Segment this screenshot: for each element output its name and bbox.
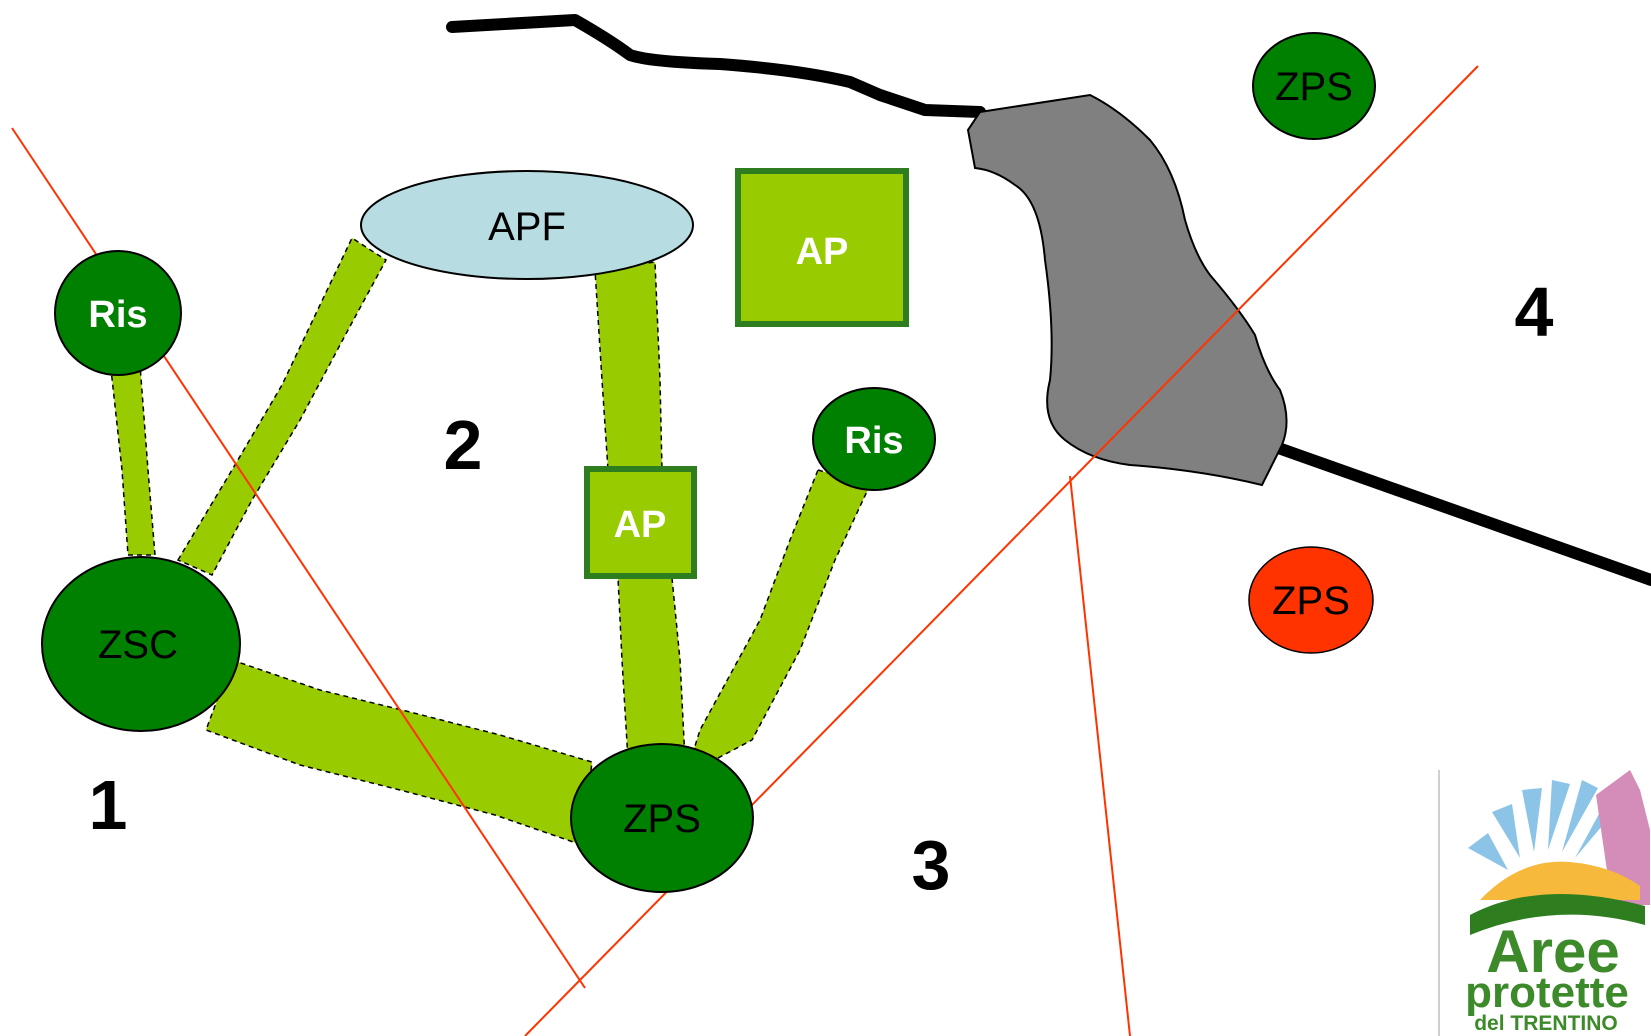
corridor-zsc-apf xyxy=(176,236,387,576)
corridors xyxy=(109,236,872,847)
node-ap-top: AP xyxy=(735,168,909,327)
boundary-line-3-4 xyxy=(1069,475,1131,1036)
node-ris-right: Ris xyxy=(812,387,936,491)
node-ris-right-label: Ris xyxy=(844,420,903,462)
node-zps-red-label: ZPS xyxy=(1272,579,1350,623)
zone-number-3: 3 xyxy=(912,826,951,904)
corridor-ris-zsc xyxy=(109,359,156,556)
logo-text-del-trentino: del TRENTINO xyxy=(1474,1012,1618,1035)
zone-number-4: 4 xyxy=(1515,273,1554,351)
river-system xyxy=(446,14,1651,586)
river-lower xyxy=(1264,439,1651,586)
node-zps-bottom-label: ZPS xyxy=(623,797,701,841)
node-zsc: ZSC xyxy=(41,556,241,732)
zone-numbers: 1 2 3 4 xyxy=(89,273,1554,904)
corridor-zsc-zps xyxy=(205,659,593,847)
zone-number-1: 1 xyxy=(89,766,128,844)
node-ap-middle: AP xyxy=(584,466,697,579)
node-ap-top-label: AP xyxy=(796,231,849,273)
nodes: Ris ZSC APF AP AP Ris ZPS ZPS xyxy=(41,32,1376,893)
node-ap-middle-label: AP xyxy=(614,504,667,546)
river-upper xyxy=(446,14,986,118)
node-apf-label: APF xyxy=(488,205,566,249)
node-zps-top-right-label: ZPS xyxy=(1275,65,1353,109)
zone-number-2: 2 xyxy=(444,406,483,484)
node-zsc-label: ZSC xyxy=(98,623,178,667)
node-zps-top-right: ZPS xyxy=(1252,32,1376,140)
logo-text-aree: Aree xyxy=(1486,918,1619,985)
corridor-apf-ap xyxy=(594,261,663,471)
node-zps-red: ZPS xyxy=(1248,546,1374,654)
node-zps-bottom: ZPS xyxy=(570,743,754,893)
node-ris-left: Ris xyxy=(54,250,182,376)
node-ris-left-label: Ris xyxy=(88,294,147,336)
lake xyxy=(966,93,1288,487)
logo-graphic xyxy=(1468,770,1650,935)
corridor-ris-zps xyxy=(684,469,872,777)
logo-aree-protette-trentino: Aree protette del TRENTINO xyxy=(1438,770,1650,1036)
node-apf: APF xyxy=(360,170,694,280)
corridor-ap-zps xyxy=(617,577,686,761)
logo-text-protette: protette xyxy=(1465,968,1629,1017)
